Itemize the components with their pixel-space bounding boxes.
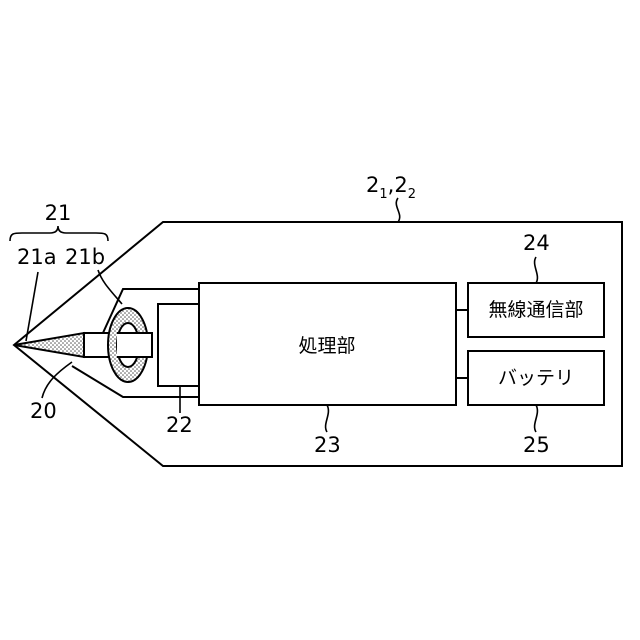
- processor-label: 処理部: [298, 335, 355, 357]
- battery-label: バッテリ: [498, 367, 574, 389]
- pen-ref-label: 21,22: [366, 173, 416, 202]
- tip-group-brace: [10, 226, 108, 241]
- sensor-num-label: 22: [166, 413, 193, 437]
- battery-lead: [535, 405, 538, 432]
- sensor-block: [158, 304, 205, 386]
- tip-b-label: 21b: [65, 245, 105, 269]
- pen-ref-lead: [396, 198, 399, 222]
- core-label: 20: [30, 399, 57, 423]
- wireless-num-label: 24: [523, 231, 550, 255]
- processor-lead: [326, 405, 329, 432]
- tip-b-lead: [98, 270, 122, 304]
- wireless-label: 無線通信部: [488, 299, 583, 321]
- battery-num-label: 25: [523, 433, 550, 457]
- tip-a-label: 21a: [17, 245, 57, 269]
- core-through-ring: [117, 334, 151, 356]
- wireless-lead: [535, 257, 538, 283]
- processor-num-label: 23: [314, 433, 341, 457]
- tip-group-label: 21: [45, 201, 72, 225]
